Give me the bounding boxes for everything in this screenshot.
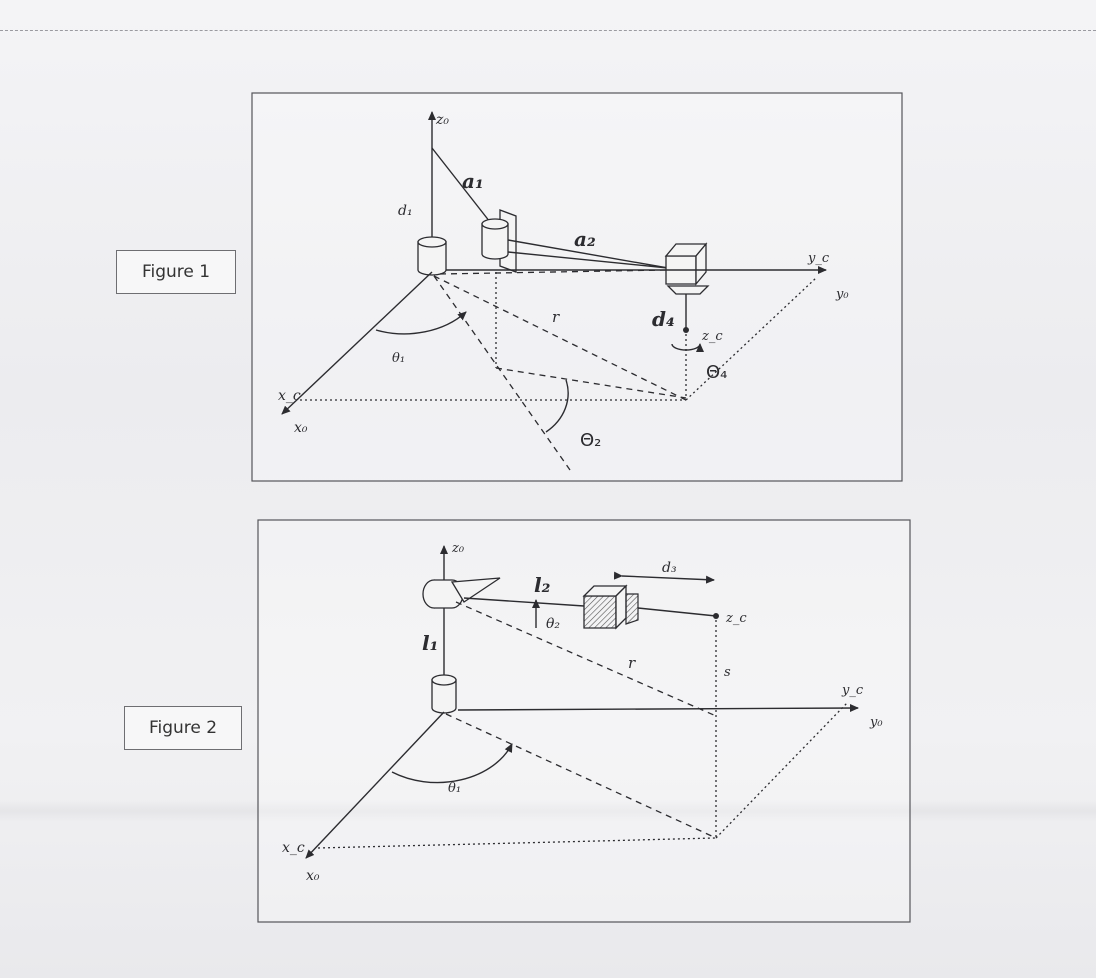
- label-z0: z₀: [451, 541, 465, 556]
- label-d1: d₁: [398, 203, 413, 219]
- projection-line: [445, 713, 717, 839]
- label-l2: l₂: [534, 573, 551, 597]
- label-yc: y_c: [841, 683, 864, 698]
- label-r: r: [552, 308, 560, 326]
- label-x0: x₀: [294, 420, 308, 436]
- label-xc: x_c: [282, 840, 305, 856]
- d3-arrow: [613, 571, 715, 584]
- link-l2: [463, 597, 585, 607]
- label-theta2: θ₂: [546, 616, 560, 632]
- elbow-joint: [422, 577, 501, 609]
- figure-2-label: Figure 2: [124, 706, 242, 750]
- fold-crease: [0, 800, 1096, 822]
- theta1-arc: [391, 743, 513, 784]
- label-x0: x₀: [306, 868, 320, 884]
- label-z0: z₀: [435, 112, 449, 128]
- theta4-rotation-arrow: [671, 343, 704, 353]
- theta1-arc: [375, 311, 467, 335]
- label-y0: y₀: [835, 287, 849, 302]
- x0-axis: [281, 271, 433, 415]
- base-joint-cylinder: [417, 236, 447, 276]
- figure-1-frame: [251, 92, 903, 482]
- label-zc: z_c: [701, 329, 723, 344]
- link-a2-lower: [507, 251, 669, 269]
- label-a1: a₁: [462, 169, 484, 193]
- floor-x-line: [317, 837, 717, 849]
- label-yc: y_c: [807, 251, 830, 266]
- zc-point: [683, 327, 689, 333]
- label-s: s: [724, 665, 731, 680]
- label-d3: d₃: [662, 560, 677, 576]
- gripper-cube: [582, 584, 639, 630]
- wrist-cube: [664, 242, 710, 295]
- label-theta2: Θ₂: [580, 430, 601, 451]
- shoulder-joint: [481, 209, 517, 273]
- fold-line: [0, 30, 1096, 31]
- figure-2-diagram: z₀ l₂ d₃ z_c θ₂ l₁ r s y_c y₀ θ₁ x_c x₀: [257, 519, 911, 923]
- floor-y-line: [715, 701, 849, 839]
- label-a2: a₂: [574, 227, 596, 251]
- label-d4: d₄: [652, 307, 675, 331]
- upper-dashed-line: [439, 269, 667, 275]
- figure-1-label: Figure 1: [116, 250, 236, 294]
- label-zc: z_c: [725, 611, 747, 626]
- label-r: r: [628, 654, 636, 672]
- figure-2-frame: [257, 519, 911, 923]
- link-a2: [507, 239, 669, 269]
- label-l1: l₁: [422, 631, 438, 655]
- d3-prismatic-link: [637, 607, 717, 617]
- label-xc: x_c: [278, 388, 301, 404]
- yc-axis: [457, 704, 859, 713]
- figure-1-diagram: z₀ a₁ d₁ a₂ y_c y₀ r d₄ z_c θ₁ Θ₄ x_c x₀…: [251, 92, 903, 482]
- link-a1: [431, 147, 491, 223]
- base-joint-cylinder: [431, 674, 457, 714]
- x0-axis: [305, 711, 445, 859]
- label-theta4: Θ₄: [706, 362, 727, 383]
- zc-point: [713, 613, 719, 619]
- label-y0: y₀: [869, 715, 883, 730]
- r-projection-line: [433, 275, 687, 401]
- label-theta1: θ₁: [448, 781, 461, 796]
- label-theta1: θ₁: [392, 351, 405, 366]
- r-line: [455, 601, 717, 717]
- theta2-arc: [545, 379, 569, 433]
